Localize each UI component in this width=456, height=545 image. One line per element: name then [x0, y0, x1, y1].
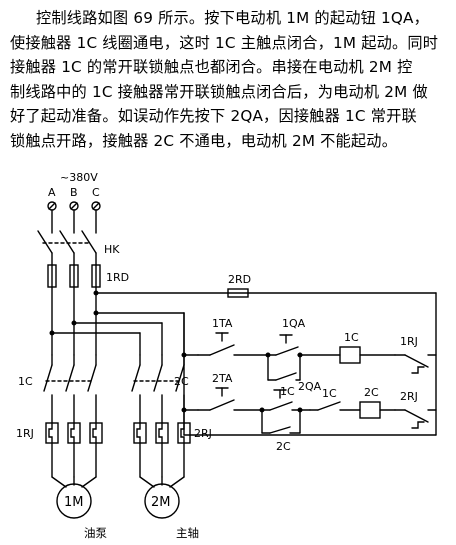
paragraph-line-3: 接触器 1C 的常开联锁触点也都闭合。串接在电动机 2M 控	[10, 58, 413, 76]
1rd-label: 1RD	[106, 271, 129, 284]
circuit-diagram: ~380V A B C HK 1RD	[16, 171, 437, 540]
motor-2m-label: 2M	[151, 495, 171, 510]
paragraph-line-2: 使接触器 1C 线圈通电，这时 1C 主触点闭合，1M 起动。同时	[10, 33, 439, 52]
paragraph-line-6: 锁触点开路，接触器 2C 不通电，电动机 2M 不能起动。	[10, 131, 398, 150]
thermal-relay-1rj	[45, 422, 103, 444]
motor-1m-caption: 油泵	[84, 526, 107, 540]
fuses-1rd	[47, 264, 101, 288]
1c-hold-label: 1C	[280, 385, 295, 398]
supply-terminals	[47, 201, 101, 211]
2c-coil-label: 2C	[364, 386, 379, 399]
1rj-label: 1RJ	[16, 427, 34, 440]
control-rung-2	[197, 387, 437, 434]
hk-label: HK	[104, 243, 120, 256]
paragraph-line-5: 好了起动准备。如误动作先按下 2QA，因接触器 1C 常开联	[10, 107, 417, 125]
distribution-buses	[49, 286, 229, 356]
paragraph-line-1: 控制线路如图 69 所示。按下电动机 1M 的起动钮 1QA，	[36, 9, 429, 27]
2c-hold-label: 2C	[276, 440, 291, 453]
motor-1m-label: 1M	[64, 495, 84, 510]
motor-2m	[139, 442, 185, 519]
1rj-ctrl-label: 1RJ	[400, 335, 418, 348]
2rd-label: 2RD	[228, 273, 251, 286]
2qa-label: 2QA	[298, 380, 322, 393]
1ta-label: 1TA	[212, 317, 233, 330]
main-contacts-2c	[131, 354, 185, 424]
2rj-label: 2RJ	[194, 427, 212, 440]
phase-lines-top	[51, 209, 97, 234]
1c-interlock-label: 1C	[322, 387, 337, 400]
phase-b-label: B	[70, 186, 78, 199]
description-paragraph: 控制线路如图 69 所示。按下电动机 1M 的起动钮 1QA， 使接触器 1C …	[10, 6, 450, 153]
knife-switch-hk	[37, 230, 97, 266]
2c-main-label: 2C	[174, 375, 189, 388]
motor-2m-caption: 主轴	[176, 526, 199, 540]
main-contacts-1c	[43, 354, 97, 424]
2rj-ctrl-label: 2RJ	[400, 390, 418, 403]
motor-1m	[51, 442, 97, 519]
thermal-relay-2rj	[133, 422, 191, 444]
phase-c-label: C	[92, 186, 100, 199]
2ta-label: 2TA	[212, 372, 233, 385]
1c-coil-label: 1C	[344, 331, 359, 344]
paragraph-line-4: 制线路中的 1C 接触器常开联锁触点闭合后，为电动机 2M 做	[10, 82, 428, 101]
fuse-2rd	[227, 288, 437, 436]
supply-voltage-label: ~380V	[60, 171, 98, 184]
1c-main-label: 1C	[18, 375, 33, 388]
phase-a-label: A	[48, 186, 56, 199]
control-rung-1	[197, 332, 437, 381]
1qa-label: 1QA	[282, 317, 306, 330]
